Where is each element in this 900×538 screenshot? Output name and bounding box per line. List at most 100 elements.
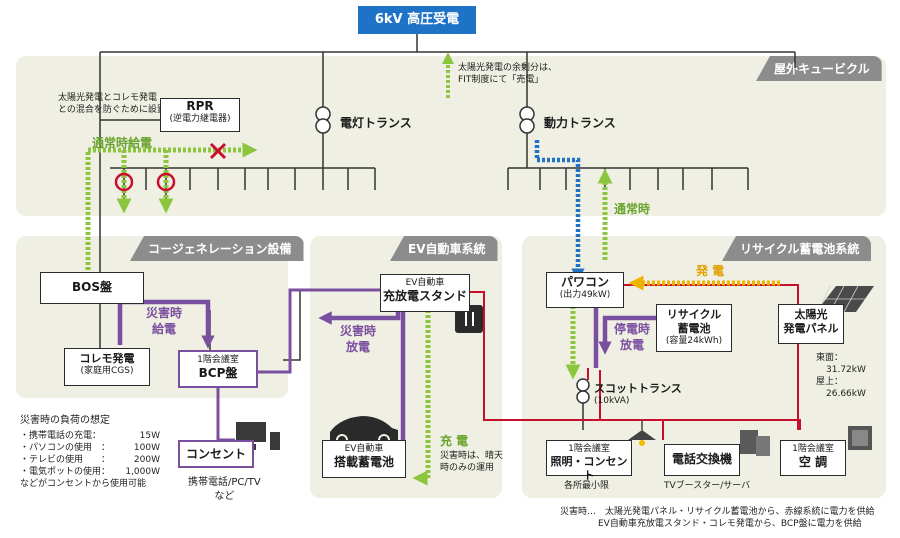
disaster-discharge-line: 放電 — [346, 339, 371, 354]
phone-caption: TVブースター/サーバ — [664, 481, 751, 491]
solar-spec-line: 26.66kW — [826, 389, 866, 400]
cross-mark-icon — [209, 142, 227, 160]
normal-label: 通常時 — [614, 202, 651, 216]
scott-sub: (10kVA) — [594, 396, 630, 407]
footnote-line: 災害時… 太陽光発電パネル・リサイクル蓄電池から、赤線系統に電力を供給 — [560, 507, 875, 517]
load-item-value: 200W — [133, 454, 160, 465]
outage-discharge-line: 停電時 — [614, 322, 651, 336]
lighting-title: 照明・コンセント — [550, 455, 628, 482]
surplus-note-line: 太陽光発電の余剰分は、 — [458, 63, 558, 73]
surplus-note: 太陽光発電の余剰分は、 FIT制度にて「売電」 — [458, 62, 557, 86]
breaker-circle-icon — [156, 172, 176, 192]
solar-spec-line: 31.72kW — [826, 365, 866, 376]
load-item: ・携帯電話の充電： 15W — [20, 430, 160, 442]
aircon-icon — [848, 426, 872, 450]
solar-spec-line: 屋上： — [816, 377, 844, 388]
bos-title: BOS盤 — [72, 280, 112, 294]
outlet-caption: 携帯電話/PC/TV など — [188, 476, 261, 503]
load-item-name: ・電気ポットの使用： — [20, 466, 111, 477]
aircon-box: 1階会議室 空 調 — [780, 440, 846, 476]
phone-exchange-box: 電話交換機 — [664, 444, 740, 476]
lighting-top: 1階会議室 — [568, 444, 610, 454]
ev-battery-title: 搭載蓄電池 — [333, 455, 394, 470]
cogen-title: コージェネレーション設備 — [130, 236, 304, 261]
corem-box: コレモ発電 (家庭用CGS) — [64, 348, 150, 386]
recycle-battery-line: リサイクル — [666, 308, 722, 321]
recycle-battery-sub: (容量24kWh) — [665, 335, 723, 346]
charge-label: 充 電 — [440, 434, 469, 448]
disaster-discharge-label: 災害時 放電 — [340, 324, 376, 355]
ev-charge-stand-box: EV自動車 充放電スタンド — [380, 274, 470, 312]
generation-label: 発 電 — [696, 264, 725, 278]
scott-title: スコットトランス — [594, 382, 682, 395]
rpr-title: RPR — [186, 99, 214, 113]
bcp-panel-box: 1階会議室 BCP盤 — [178, 350, 258, 388]
aircon-top: 1階会議室 — [792, 444, 834, 454]
ev-title: EV自動車系統 — [390, 236, 498, 261]
load-assumption: 災害時の負荷の想定 ・携帯電話の充電： 15W ・パソコンの使用 ： 100W ・テ… — [20, 414, 160, 490]
plug-icon — [455, 305, 483, 333]
load-item-value: 100W — [133, 442, 160, 453]
outlet-title: コンセント — [185, 447, 246, 461]
lighting-caption: 各所最小限 — [564, 481, 610, 491]
phone-title: 電話交換機 — [671, 452, 732, 466]
solar-line: 太陽光 — [794, 308, 828, 321]
rpr-sub: (逆電力継電器) — [169, 114, 231, 124]
outdoor-cubicle-title: 屋外キュービクル — [756, 56, 882, 81]
outage-discharge-line: 放電 — [620, 337, 645, 352]
corem-title: コレモ発電 — [79, 352, 135, 365]
rpr-note: 太陽光発電とコレモ発電 との混合を防ぐために設置 — [58, 92, 166, 116]
scott-transformer-label: スコットトランス (10kVA) — [594, 382, 682, 408]
server-icon — [740, 430, 770, 456]
load-item-name: ・テレビの使用 ： — [20, 454, 111, 465]
transformer-icon — [315, 106, 331, 134]
rpr-box: RPR (逆電力継電器) — [160, 98, 240, 132]
powercon-title: パワコン — [560, 275, 609, 289]
surplus-note-line: FIT制度にて「売電」 — [458, 75, 544, 86]
load-item: ・電気ポットの使用： 1,000W — [20, 466, 160, 478]
disaster-supply-label: 災害時 給電 — [146, 306, 182, 337]
powercon-sub: (出力49kW) — [559, 290, 611, 300]
corem-sub: (家庭用CGS) — [80, 365, 134, 376]
aircon-title: 空 調 — [798, 455, 828, 470]
solar-spec: 東面： 31.72kW 屋上： 26.66kW — [816, 352, 866, 401]
load-item-value: 15W — [139, 430, 160, 441]
solar-panel-box: 太陽光 発電パネル — [778, 304, 844, 344]
footnote: 災害時… 太陽光発電パネル・リサイクル蓄電池から、赤線系統に電力を供給 EV自動… — [560, 506, 875, 530]
outlet-caption-line: 携帯電話/PC/TV — [188, 477, 261, 488]
ev-battery-box: EV自動車 搭載蓄電池 — [322, 440, 406, 478]
power-transformer-label: 動力トランス — [544, 116, 616, 130]
transformer-icon — [576, 378, 590, 404]
lighting-outlet-box: 1階会議室 照明・コンセント — [546, 440, 632, 482]
ev-stand-title: 充放電スタンド — [382, 289, 467, 304]
bcp-top: 1階会議室 — [197, 355, 239, 365]
load-footer: などがコンセントから使用可能 — [20, 479, 147, 490]
ev-battery-top: EV自動車 — [344, 444, 384, 454]
load-item-name: ・携帯電話の充電： — [20, 430, 102, 441]
recycle-title: リサイクル蓄電池系統 — [722, 236, 872, 261]
rpr-note-line: 太陽光発電とコレモ発電 — [58, 93, 158, 103]
load-title: 災害時の負荷の想定 — [20, 415, 110, 426]
outlet-caption-line: など — [214, 490, 235, 502]
charge-note: 災害時は、晴天 時のみの運用 — [440, 450, 503, 474]
transformer-icon — [519, 106, 535, 134]
charge-note-line: 時のみの運用 — [440, 463, 495, 474]
powercon-box: パワコン (出力49kW) — [546, 272, 624, 308]
load-item-name: ・パソコンの使用 ： — [20, 442, 111, 453]
ev-stand-top: EV自動車 — [405, 278, 445, 288]
disaster-discharge-line: 災害時 — [340, 324, 377, 338]
recycle-battery-box: リサイクル 蓄電池 (容量24kWh) — [656, 304, 732, 352]
load-item-value: 1,000W — [125, 466, 160, 477]
bcp-title: BCP盤 — [198, 366, 238, 381]
lamp-icon — [628, 420, 656, 446]
load-item: ・テレビの使用 ： 200W — [20, 454, 160, 466]
outage-discharge-label: 停電時 放電 — [614, 322, 650, 353]
solar-line: 発電パネル — [783, 321, 839, 335]
rpr-note-line: との混合を防ぐために設置 — [58, 105, 166, 116]
disaster-supply-line: 災害時 — [146, 306, 183, 320]
lighting-transformer-label: 電灯トランス — [340, 116, 412, 130]
charge-note-line: 災害時は、晴天 — [440, 451, 504, 461]
outlet-box: コンセント — [178, 440, 254, 468]
breaker-circle-icon — [114, 172, 134, 192]
footnote-line: EV自動車充放電スタンド・コレモ発電から、BCP盤に電力を供給 — [598, 519, 862, 530]
